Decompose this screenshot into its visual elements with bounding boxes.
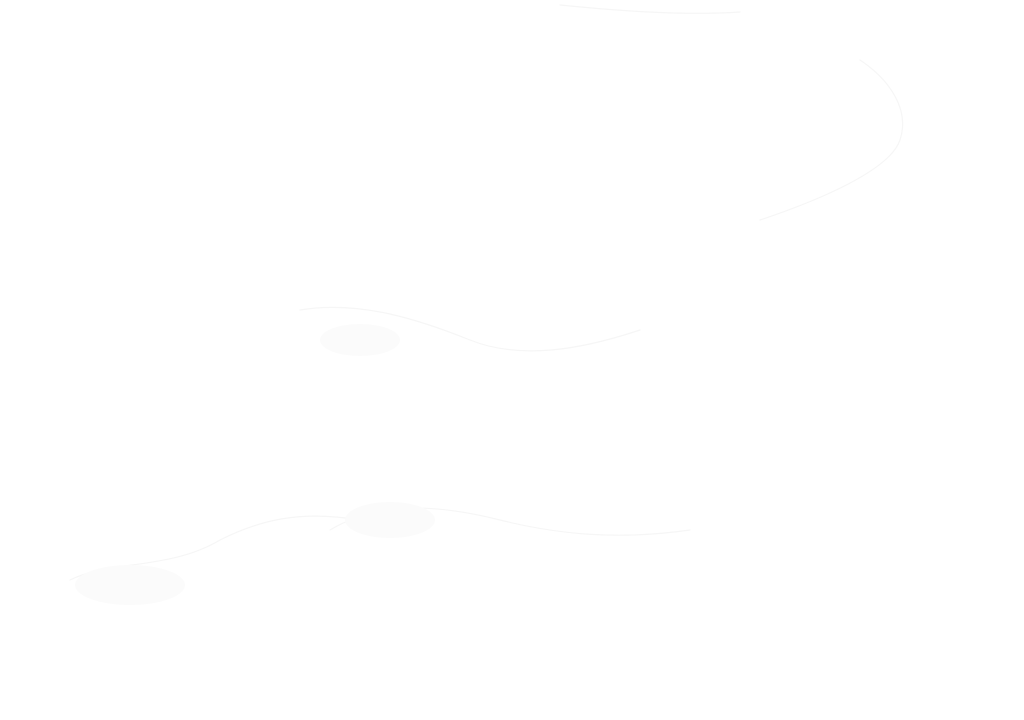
faint-smudge-left bbox=[75, 565, 185, 605]
faint-right-stroke bbox=[759, 59, 904, 221]
faint-smudge-center bbox=[345, 502, 435, 538]
faint-smudge-upper bbox=[320, 324, 400, 356]
faint-middle-stroke bbox=[299, 306, 641, 352]
faint-top-stroke bbox=[559, 4, 741, 14]
